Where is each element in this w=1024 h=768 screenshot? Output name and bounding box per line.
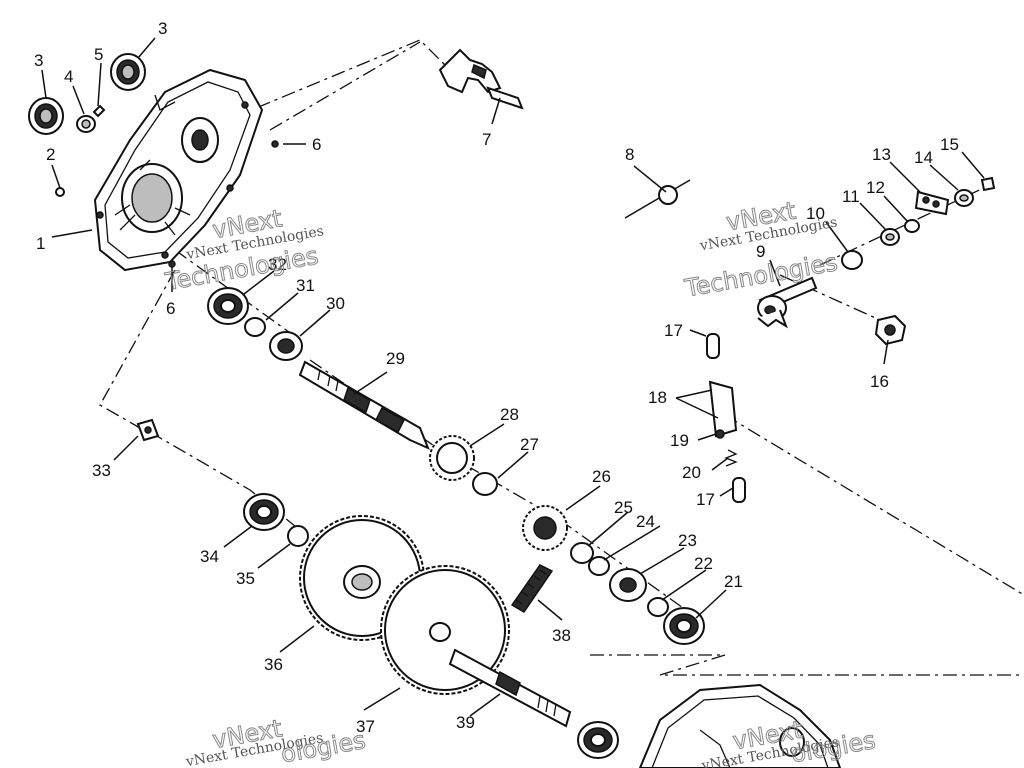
callout-5: 5 (94, 45, 103, 64)
callout-7: 7 (482, 130, 491, 149)
callout-19: 19 (670, 431, 689, 450)
ring-part-31 (244, 317, 266, 337)
washer-part-35 (287, 525, 309, 547)
spring-part-20 (724, 449, 738, 467)
bushing-part-27 (472, 472, 498, 496)
output-shaft-part-39 (448, 648, 572, 728)
callout-8: 8 (625, 145, 634, 164)
callout-29: 29 (386, 349, 405, 368)
callout-15: 15 (940, 135, 959, 154)
callout-31: 31 (296, 276, 315, 295)
washer-part-25 (570, 542, 594, 564)
fasteners (55, 104, 279, 268)
callout-16: 16 (870, 372, 889, 391)
pin-part-5 (92, 104, 106, 118)
callout-17b: 17 (696, 490, 715, 509)
oil-seals (28, 53, 146, 135)
detent-assembly (706, 333, 746, 503)
callout-17a: 17 (664, 321, 683, 340)
callout-39: 39 (456, 713, 475, 732)
callout-38: 38 (552, 626, 571, 645)
gear-case-cover (93, 68, 264, 272)
callout-21: 21 (724, 572, 743, 591)
callout-11: 11 (842, 187, 860, 206)
input-shaft-part-29 (298, 360, 430, 450)
plate-part-13 (914, 190, 950, 216)
plug-part-33 (136, 418, 160, 442)
sprocket-part-30 (269, 331, 303, 361)
clip-part-12 (904, 219, 920, 233)
callout-12: 12 (866, 178, 885, 197)
shift-fork (438, 48, 524, 110)
hub-part-23 (609, 568, 647, 602)
callout-35: 35 (236, 569, 255, 588)
bolt-part-15 (980, 176, 996, 192)
callout-25: 25 (614, 498, 633, 517)
bearing-bottom (577, 721, 619, 759)
callout-28: 28 (500, 405, 519, 424)
screw-part-6a (271, 140, 279, 148)
callout-20: 20 (682, 463, 701, 482)
callout-36: 36 (264, 655, 283, 674)
callout-33: 33 (92, 461, 111, 480)
shift-shaft-assembly (757, 176, 996, 346)
pin-part-19 (715, 429, 725, 439)
gear-part-28 (429, 435, 475, 481)
ring-part-10 (841, 250, 863, 270)
callout-3b: 3 (158, 19, 167, 38)
washer-part-22 (647, 597, 669, 617)
callout-22: 22 (694, 554, 713, 573)
callout-23: 23 (678, 531, 697, 550)
callout-24: 24 (636, 512, 655, 531)
callout-18: 18 (648, 388, 667, 407)
callout-2: 2 (46, 145, 55, 164)
callout-9: 9 (756, 242, 765, 261)
callout-32: 32 (268, 255, 287, 274)
bearing-part-32 (207, 287, 249, 325)
washer-part-24 (588, 556, 610, 576)
callout-14: 14 (914, 148, 933, 167)
assembly-lines (99, 39, 1024, 721)
pin-part-17a (706, 333, 720, 359)
callout-34: 34 (200, 547, 219, 566)
callout-27: 27 (520, 435, 539, 454)
sprocket-part-26 (522, 505, 568, 551)
callout-4: 4 (64, 67, 73, 86)
leader-lines (41, 37, 985, 717)
callout-13: 13 (872, 145, 891, 164)
callout-6b: 6 (166, 299, 175, 318)
gear-case (638, 683, 842, 768)
bearing-part-21 (663, 607, 705, 645)
callout-37: 37 (356, 717, 375, 736)
bolt-part-2 (55, 187, 65, 197)
callout-1: 1 (36, 234, 45, 253)
callout-10: 10 (806, 204, 825, 223)
callout-6a: 6 (312, 135, 321, 154)
callout-labels: 1 2 3 3 4 5 6 6 7 8 9 10 11 12 13 14 15 … (34, 19, 959, 736)
drive-chain-part-38 (510, 564, 554, 613)
watermark-outline: ologies (279, 726, 368, 768)
callout-3a: 3 (34, 51, 43, 70)
callout-30: 30 (326, 294, 345, 313)
pin-part-17b (732, 477, 746, 503)
bracket-part-18 (708, 380, 738, 438)
bearing-part-34 (243, 493, 285, 531)
callout-26: 26 (592, 467, 611, 486)
